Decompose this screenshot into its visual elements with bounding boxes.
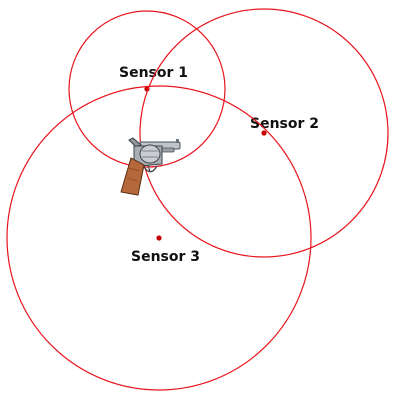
sensor-1-label: Sensor 1 <box>119 65 188 81</box>
revolver-icon <box>120 137 181 196</box>
sensor-3-range-circle <box>6 85 312 391</box>
sensor-3-dot <box>156 235 162 241</box>
sensor-1: Sensor 1 <box>68 10 226 168</box>
sensor-3-label: Sensor 3 <box>131 249 200 265</box>
sensor-2-range-circle <box>139 8 389 258</box>
sensor-2-dot <box>261 130 267 136</box>
sensor-1-range-circle <box>68 10 226 168</box>
sensor-3: Sensor 3 <box>6 85 312 391</box>
sensor-2: Sensor 2 <box>139 8 389 258</box>
sensor-2-label: Sensor 2 <box>250 116 319 132</box>
